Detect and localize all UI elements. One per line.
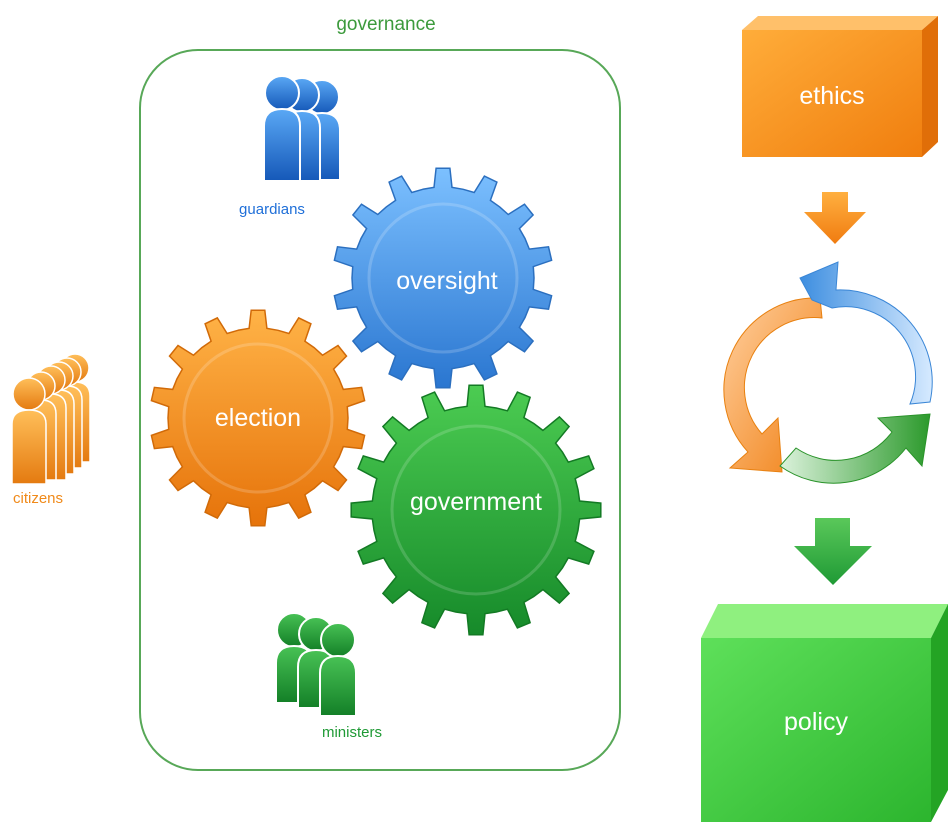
policy-label: policy bbox=[784, 708, 848, 736]
arrow-down-icon bbox=[794, 518, 872, 585]
governance-title: governance bbox=[336, 14, 435, 35]
oversight-label: oversight bbox=[396, 267, 497, 295]
crowd-icon bbox=[11, 353, 91, 485]
ministers-label: ministers bbox=[322, 724, 382, 741]
arrow-down-icon bbox=[804, 192, 866, 244]
guardians-label: guardians bbox=[239, 201, 305, 218]
people-group-icon bbox=[263, 75, 341, 182]
government-label: government bbox=[410, 488, 542, 516]
oversight-gear: oversight bbox=[333, 167, 553, 389]
election-label: election bbox=[215, 404, 301, 432]
refresh-cycle-icon bbox=[723, 261, 933, 484]
ethics-cube: ethics bbox=[742, 16, 938, 157]
policy-cube: policy bbox=[701, 604, 948, 822]
people-group-icon bbox=[275, 612, 357, 717]
citizens-label: citizens bbox=[13, 490, 63, 507]
election-gear: election bbox=[150, 309, 366, 527]
ethics-label: ethics bbox=[799, 82, 864, 110]
governance-frame bbox=[139, 49, 621, 771]
government-gear: government bbox=[350, 384, 602, 636]
